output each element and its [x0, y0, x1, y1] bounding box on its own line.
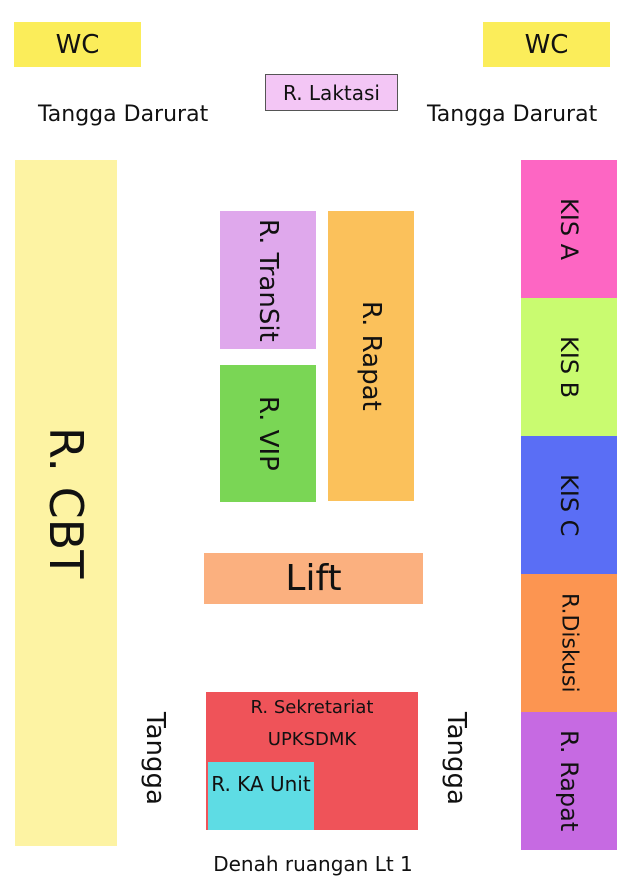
diskusi-label: R.Diskusi [556, 593, 582, 693]
stairs-right: Tangga [441, 712, 471, 805]
room-cbt: R. CBT [15, 160, 117, 846]
rapat-center-label: R. Rapat [356, 301, 386, 411]
room-kis-a: KIS A [521, 160, 617, 298]
cbt-label: R. CBT [39, 427, 93, 579]
vip-label: R. VIP [253, 396, 283, 471]
kis-c-label: KIS C [555, 473, 583, 537]
sekretariat-label-line2: UPKSDMK [267, 729, 357, 750]
emergency-stairs-right: Tangga Darurat [427, 102, 598, 127]
room-laktasi: R. Laktasi [265, 74, 398, 111]
wc-right: WC [483, 22, 610, 67]
room-kis-c: KIS C [521, 436, 617, 574]
room-vip: R. VIP [220, 365, 316, 502]
wc-left: WC [14, 22, 141, 67]
emergency-stairs-left: Tangga Darurat [38, 102, 209, 127]
lift-label: Lift [285, 558, 342, 599]
sekretariat-label-line1: R. Sekretariat [250, 697, 374, 718]
room-sekretariat: R. Sekretariat UPKSDMK R. KA Unit [206, 692, 418, 830]
ka-unit-label: R. KA Unit [211, 772, 311, 796]
transit-label: R. TranSit [253, 218, 283, 342]
room-transit: R. TranSit [220, 211, 316, 349]
wc-left-label: WC [55, 29, 100, 60]
rapat-right-label: R. Rapat [555, 730, 583, 832]
room-kis-b: KIS B [521, 298, 617, 436]
kis-b-label: KIS B [555, 335, 583, 399]
room-rapat-right: R. Rapat [521, 712, 617, 850]
lift: Lift [204, 553, 423, 604]
room-diskusi: R.Diskusi [521, 574, 617, 712]
room-ka-unit: R. KA Unit [208, 762, 314, 830]
wc-right-label: WC [524, 29, 569, 60]
floor-plan-caption: Denah ruangan Lt 1 [213, 852, 413, 876]
laktasi-label: R. Laktasi [283, 80, 380, 105]
room-rapat-center: R. Rapat [328, 211, 414, 501]
kis-a-label: KIS A [555, 197, 583, 261]
stairs-left: Tangga [140, 712, 170, 805]
